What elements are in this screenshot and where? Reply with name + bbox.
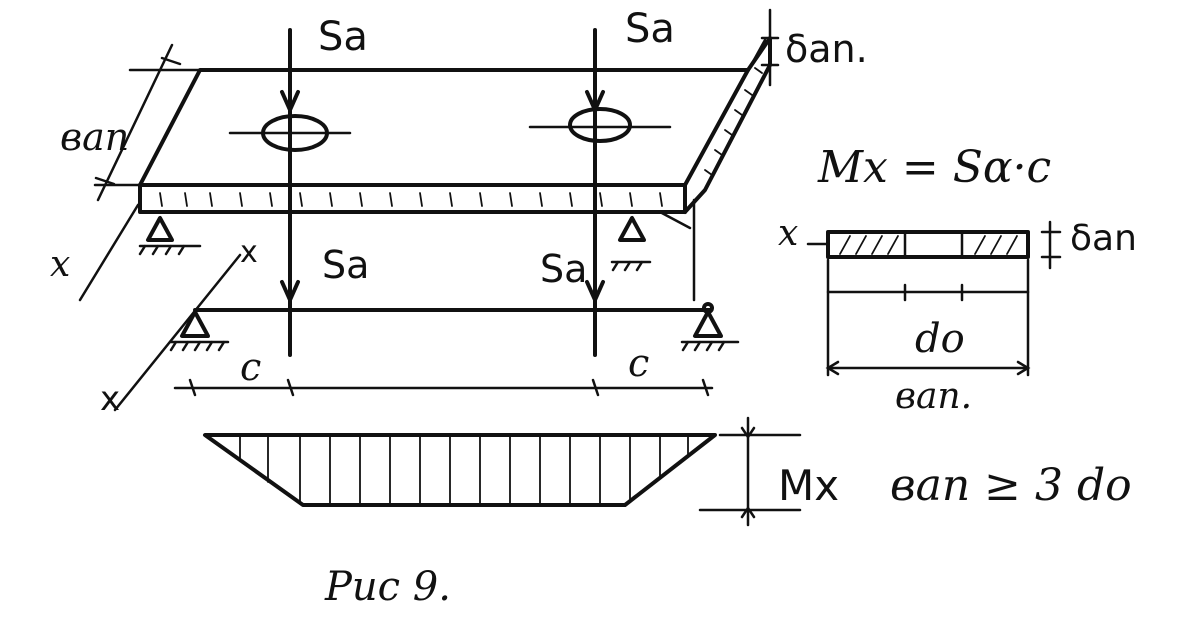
plate <box>93 36 772 214</box>
arrow-head-beam-left <box>280 280 300 302</box>
section-rect <box>826 230 1030 259</box>
label-condition: вan ≥ 3 do <box>890 460 1132 511</box>
plate-support-right-link <box>658 210 692 230</box>
label-load-top-left: Sa <box>318 14 368 60</box>
width-tick-top <box>160 56 182 66</box>
label-load-top-right: Sa <box>625 6 675 52</box>
label-section-hole: do <box>915 316 965 362</box>
span-tick-1 <box>188 378 197 397</box>
formula-moment: Mx = Sα·c <box>817 142 1051 193</box>
figure-caption: Рис 9. <box>324 564 451 610</box>
bolt-hole-right <box>568 107 632 143</box>
width-dim-line <box>96 43 174 202</box>
beam-support-right-ground <box>680 340 740 352</box>
labels: Sa Sa δan. вan x x x Sa Sa c c Mx = Sα·c… <box>50 6 1137 610</box>
thickness-dimension <box>760 8 780 87</box>
label-axis-x-lower: x <box>100 379 120 419</box>
label-section-width: вan. <box>895 376 972 417</box>
moment-dim-arrows <box>740 426 756 519</box>
moment-trapezoid <box>203 433 717 507</box>
plate-support-right <box>618 216 646 242</box>
span-tick-2 <box>286 378 295 397</box>
plate-support-left <box>146 216 174 242</box>
width-dimension <box>94 43 182 202</box>
section-width-arrows <box>825 360 1031 376</box>
label-span-left: c <box>240 345 261 389</box>
arrow-head-beam-right <box>585 280 605 302</box>
x-axis-lower <box>113 253 242 412</box>
moment-hatch <box>239 435 689 505</box>
plate-support-left-ground <box>138 244 202 256</box>
cross-section <box>806 220 1062 377</box>
span-tick-4 <box>701 378 710 397</box>
plate-front-hatch <box>159 192 663 207</box>
x-axes <box>78 203 242 412</box>
plate-side-face <box>683 36 772 214</box>
x-axis-upper <box>78 203 140 302</box>
beam-diagram <box>168 280 740 397</box>
plate-side-hatch <box>704 67 763 176</box>
label-axis-x-mid: x <box>240 235 258 270</box>
moment-diagram <box>203 416 802 527</box>
beam-support-left <box>180 310 210 338</box>
plate-support-right-ground <box>610 260 652 272</box>
label-axis-x-upper: x <box>50 244 70 285</box>
plate-supports <box>138 198 696 302</box>
label-span-right: c <box>628 341 649 385</box>
arrow-head-left-top <box>280 90 300 112</box>
label-section-x: x <box>778 213 798 254</box>
label-moment: Mx <box>778 461 839 510</box>
plate-front-face <box>138 183 687 214</box>
label-section-thickness: δan <box>1070 218 1137 259</box>
plate-side-edge <box>683 38 767 187</box>
label-load-beam-right: Sa <box>540 247 587 291</box>
label-load-beam-left: Sa <box>322 243 369 287</box>
label-width-left: вan <box>60 115 129 159</box>
beam-support-right <box>693 310 723 338</box>
span-tick-3 <box>591 378 600 397</box>
width-tick-bottom <box>94 176 116 186</box>
arrow-head-right-top <box>585 90 605 112</box>
label-thickness-top: δan. <box>785 27 868 71</box>
beam-support-left-ground <box>168 340 230 352</box>
section-hatch <box>839 235 1018 255</box>
